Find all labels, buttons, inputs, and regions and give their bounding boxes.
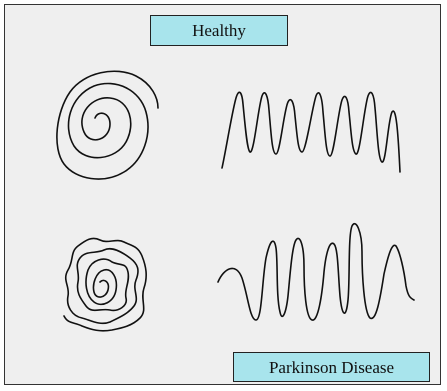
healthy-spiral-drawing [57,71,158,179]
healthy-wave-drawing [222,92,400,172]
parkinson-spiral-drawing [64,238,146,330]
parkinson-wave-drawing [218,224,414,320]
